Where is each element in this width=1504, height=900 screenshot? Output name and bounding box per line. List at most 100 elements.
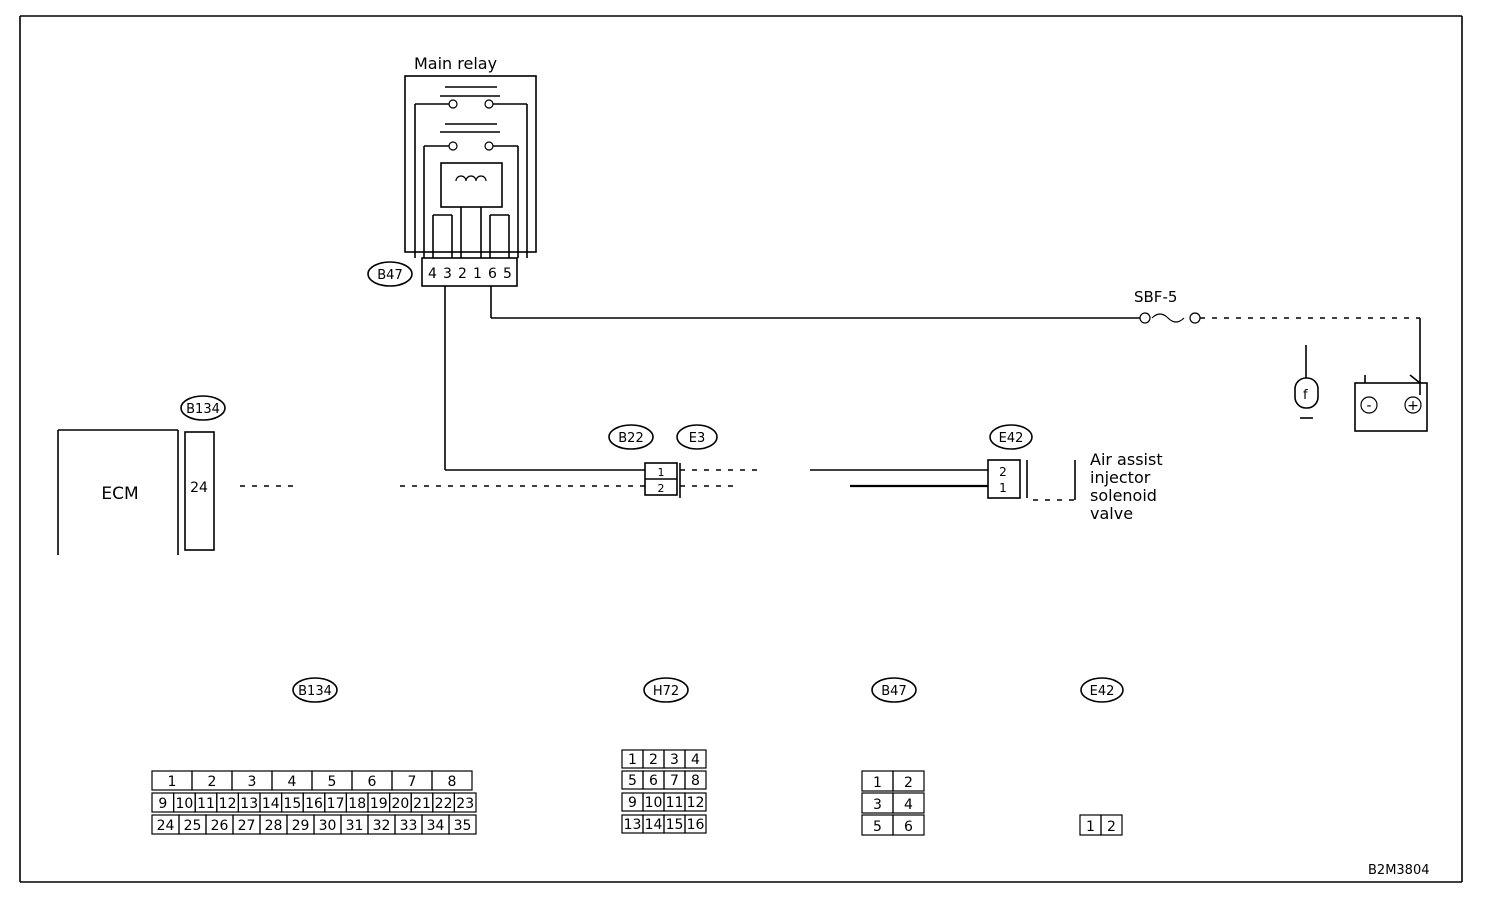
- pin-number: 6: [649, 773, 658, 789]
- pin-number: 11: [197, 796, 215, 812]
- pin-number: 29: [292, 818, 310, 834]
- diagram-frame: [19, 15, 1463, 883]
- pin-number: 3: [248, 774, 257, 790]
- pin-number: 1: [168, 774, 177, 790]
- pin-cell: [453, 792, 477, 813]
- pin-cell: [892, 814, 925, 836]
- ground-symbol: f: [1294, 377, 1319, 419]
- connector-b134-tag: B134: [180, 395, 226, 421]
- pin-number: 31: [346, 818, 364, 834]
- pin-number: 28: [265, 818, 283, 834]
- pin-number: 16: [687, 817, 705, 833]
- pin-number: 20: [391, 796, 409, 812]
- pin-cell: [431, 770, 473, 791]
- pin-number: 1: [873, 775, 882, 791]
- connector-b47-face: 1 2 3 4 5 6: [861, 770, 925, 836]
- relay-pin: 4: [428, 266, 437, 282]
- ecm-pin-24: 24: [190, 480, 208, 496]
- valve-label-1: Air assist: [1090, 450, 1163, 469]
- joint-pin: 1: [658, 466, 665, 479]
- pin-number: 18: [348, 796, 366, 812]
- connector-e42-id: E42: [999, 431, 1024, 446]
- connector-b47-tag: B47: [367, 261, 413, 287]
- pin-number: 13: [240, 796, 258, 812]
- fuse-sbf5: SBF-5: [1134, 288, 1201, 324]
- pin-number: 4: [904, 797, 913, 813]
- valve-label-4: valve: [1090, 504, 1133, 523]
- pin-number: 9: [158, 796, 167, 812]
- relay-pin: 6: [488, 266, 497, 282]
- pin-number: 34: [427, 818, 445, 834]
- pin-number: 5: [328, 774, 337, 790]
- pin-number: 10: [175, 796, 193, 812]
- connector-b22-id: B22: [618, 431, 643, 446]
- pin-number: 11: [666, 795, 684, 811]
- pin-cell: [448, 814, 477, 835]
- pin-number: 4: [288, 774, 297, 790]
- pin-number: 23: [456, 796, 474, 812]
- relay-pin: 1: [473, 266, 482, 282]
- ground-mark: f: [1303, 388, 1308, 403]
- pin-number: 2: [904, 775, 913, 791]
- pin-number: 2: [1107, 819, 1116, 835]
- pin-cell: [684, 770, 707, 790]
- pin-number: 5: [873, 819, 882, 835]
- pin-number: 19: [370, 796, 388, 812]
- pin-number: 9: [628, 795, 637, 811]
- pin-number: 15: [283, 796, 301, 812]
- pin-number: 14: [262, 796, 280, 812]
- joint-connector: B22 E3 1 2: [608, 424, 718, 498]
- pin-number: 16: [305, 796, 323, 812]
- battery-minus: -: [1366, 398, 1371, 414]
- pin-number: 1: [628, 752, 637, 768]
- pin-number: 27: [238, 818, 256, 834]
- pin-number: 12: [687, 795, 705, 811]
- battery: - +: [1354, 374, 1428, 432]
- face-e42-id: E42: [1090, 684, 1115, 699]
- relay-pin: 3: [443, 266, 452, 282]
- pin-number: 2: [649, 752, 658, 768]
- pin-number: 8: [448, 774, 457, 790]
- pin-number: 10: [645, 795, 663, 811]
- ecm-unit: ECM 24: [57, 429, 215, 555]
- pin-cell: [892, 792, 925, 814]
- pin-number: 2: [208, 774, 217, 790]
- pin-number: 26: [211, 818, 229, 834]
- pin-number: 17: [327, 796, 345, 812]
- diagram-code: B2M3804: [1368, 863, 1430, 878]
- pin-number: 3: [873, 797, 882, 813]
- pin-number: 13: [624, 817, 642, 833]
- pin-number: 3: [670, 752, 679, 768]
- ecm-label: ECM: [101, 484, 138, 504]
- joint-pin: 2: [658, 482, 665, 495]
- pin-number: 22: [435, 796, 453, 812]
- face-b134-id: B134: [298, 684, 332, 699]
- pin-cell: [684, 814, 707, 834]
- pin-number: 6: [368, 774, 377, 790]
- air-assist-injector-valve: E42 2 1 Air assist injector solenoid val…: [987, 424, 1163, 523]
- connector-b47-id: B47: [377, 268, 402, 283]
- face-b47-id: B47: [881, 684, 906, 699]
- fuse-label: SBF-5: [1134, 288, 1177, 306]
- wires: [240, 286, 1421, 488]
- pin-number: 30: [319, 818, 337, 834]
- pin-number: 15: [666, 817, 684, 833]
- pin-cell: [684, 749, 707, 769]
- pin-number: 7: [408, 774, 417, 790]
- face-h72-id: H72: [653, 684, 679, 699]
- pin-number: 32: [373, 818, 391, 834]
- pin-number: 7: [670, 773, 679, 789]
- pin-cell: [892, 770, 925, 792]
- valve-pin: 2: [999, 465, 1007, 479]
- connector-e3-id: E3: [689, 431, 706, 446]
- pin-number: 6: [904, 819, 913, 835]
- pin-number: 8: [691, 773, 700, 789]
- main-relay-label: Main relay: [414, 54, 497, 73]
- main-relay: Main relay 4 3: [404, 54, 537, 287]
- pin-number: 21: [413, 796, 431, 812]
- face-view-tags: B134 H72 B47 E42: [292, 677, 1124, 703]
